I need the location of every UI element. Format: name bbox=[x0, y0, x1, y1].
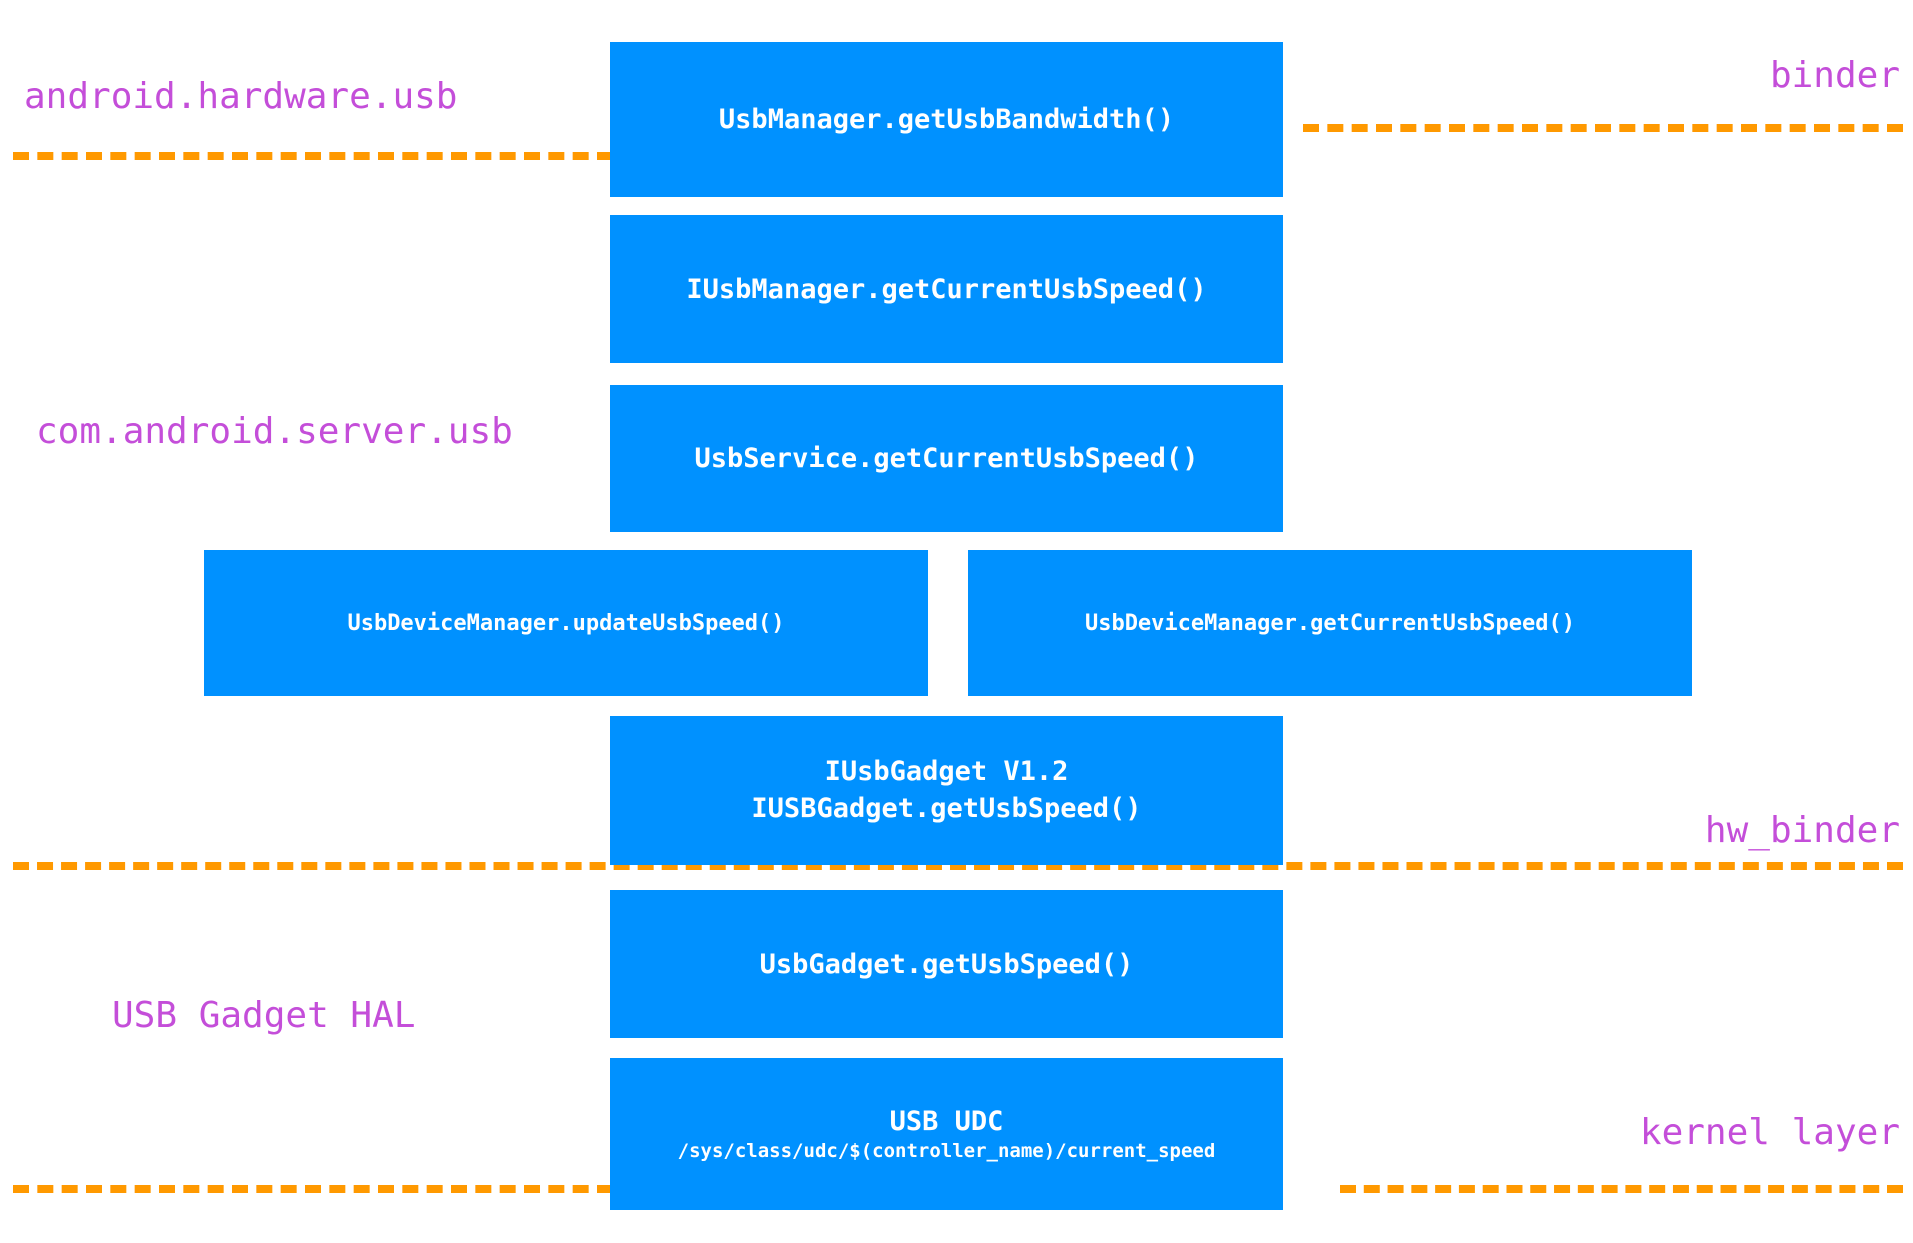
layer-label-com-android-server-usb: com.android.server.usb bbox=[36, 411, 513, 452]
layer-label-android-hardware-usb: android.hardware.usb bbox=[24, 76, 458, 117]
node-usbservice-getcurrentusbspeed[interactable]: UsbService.getCurrentUsbSpeed() bbox=[610, 385, 1283, 532]
binder-separator-right bbox=[1303, 124, 1903, 132]
node-usb-udc[interactable]: USB UDC /sys/class/udc/$(controller_name… bbox=[610, 1058, 1283, 1210]
node-label-line1: IUsbManager.getCurrentUsbSpeed() bbox=[686, 273, 1207, 305]
node-usbdevicemanager-getcurrentusbspeed[interactable]: UsbDeviceManager.getCurrentUsbSpeed() bbox=[968, 550, 1692, 696]
node-label-line1: UsbGadget.getUsbSpeed() bbox=[759, 948, 1134, 980]
node-usbgadget-getusbspeed[interactable]: UsbGadget.getUsbSpeed() bbox=[610, 890, 1283, 1038]
node-usbdevicemanager-updateusbspeed[interactable]: UsbDeviceManager.updateUsbSpeed() bbox=[204, 550, 928, 696]
node-iusbmanager-getcurrentusbspeed[interactable]: IUsbManager.getCurrentUsbSpeed() bbox=[610, 215, 1283, 363]
node-label-line1: UsbManager.getUsbBandwidth() bbox=[718, 104, 1175, 135]
node-label-line2: IUSBGadget.getUsbSpeed() bbox=[751, 792, 1142, 824]
kernel-layer-separator-right bbox=[1340, 1185, 1903, 1193]
hw-binder-separator bbox=[13, 862, 1903, 870]
layer-label-usb-gadget-hal: USB Gadget HAL bbox=[112, 995, 416, 1036]
node-label-line1: UsbDeviceManager.getCurrentUsbSpeed() bbox=[1084, 610, 1576, 636]
node-label-line1: UsbService.getCurrentUsbSpeed() bbox=[694, 443, 1199, 474]
node-label-line1: IUsbGadget V1.2 bbox=[824, 756, 1069, 788]
node-label-line1: USB UDC bbox=[889, 1106, 1004, 1138]
node-label-line2: /sys/class/udc/$(controller_name)/curren… bbox=[677, 1140, 1216, 1163]
layer-label-binder: binder bbox=[1769, 55, 1900, 96]
node-iusbgadget[interactable]: IUsbGadget V1.2 IUSBGadget.getUsbSpeed() bbox=[610, 716, 1283, 865]
binder-separator-left bbox=[13, 152, 613, 160]
layer-label-kernel-layer: kernel layer bbox=[1639, 1112, 1900, 1153]
node-usbmanager-getusbbandwidth[interactable]: UsbManager.getUsbBandwidth() bbox=[610, 42, 1283, 197]
layer-label-hw-binder: hw_binder bbox=[1704, 810, 1900, 851]
node-label-line1: UsbDeviceManager.updateUsbSpeed() bbox=[347, 610, 785, 636]
kernel-layer-separator-left bbox=[13, 1185, 613, 1193]
